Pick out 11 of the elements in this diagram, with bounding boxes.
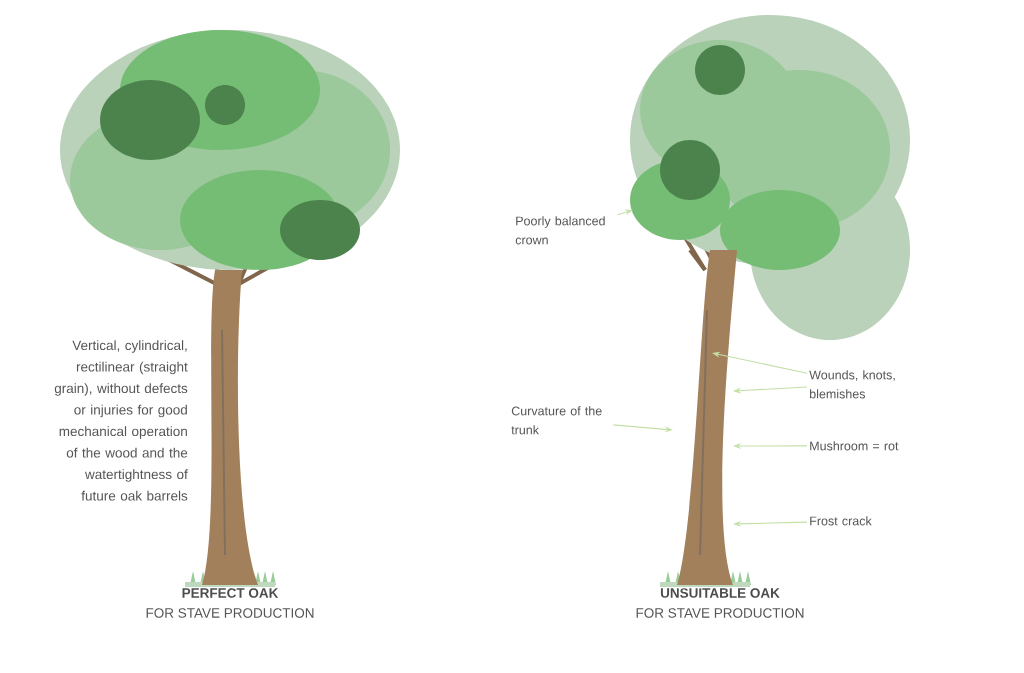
tree-title: PERFECT OAK	[182, 588, 279, 598]
callout-text: Poorly balanced crown	[515, 216, 605, 245]
callout-text: Mushroom = rot	[810, 441, 899, 451]
callout-text: Frost crack	[810, 516, 872, 526]
tree-title: UNSUITABLE OAK	[660, 588, 780, 598]
callout-text: Wounds, knots, blemishes	[809, 370, 895, 399]
tree-subtitle: FOR STAVE PRODUCTION	[636, 608, 804, 618]
leader-line	[616, 209, 633, 216]
tree-subtitle: FOR STAVE PRODUCTION	[146, 608, 314, 618]
callout-text: Curvature of the trunk	[511, 406, 602, 435]
description-text: Vertical, cylindrical, rectilinear (straight grain), without defects or injuries for good mechanical operation of the wood and the watertightness of future oak barrels	[54, 340, 188, 501]
